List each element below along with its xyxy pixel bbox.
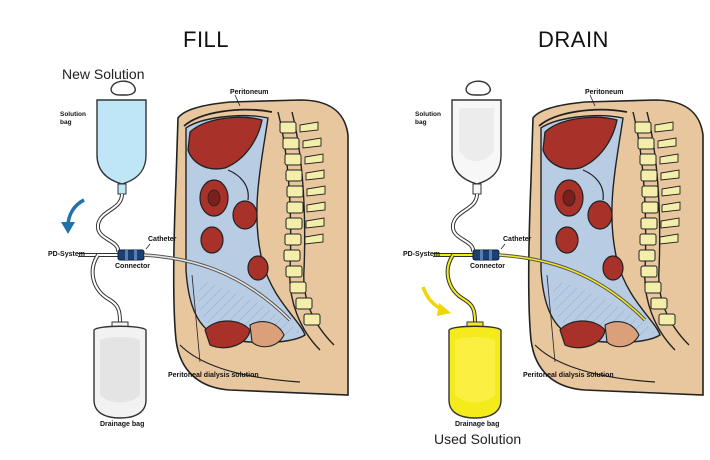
- fill-solution-label: New Solution: [62, 66, 145, 82]
- spine: [277, 111, 335, 351]
- dialysis-solution-label: Peritoneal dialysis solution: [523, 372, 614, 379]
- fill-panel: FILL New Solution Solution bag Peritoneu…: [48, 27, 349, 428]
- peritoneum-label: Peritoneum: [585, 89, 624, 96]
- flow-arrow-icon: [421, 286, 451, 316]
- drain-diagram: [421, 80, 704, 419]
- drain-panel: DRAIN Solution bag Peritoneum Catheter P…: [355, 0, 710, 460]
- pd-system-label: PD-System: [403, 251, 440, 258]
- drainage-bag: [448, 321, 502, 419]
- solution-bag-label: Solution bag: [60, 111, 86, 126]
- solution-bag-label: Solution bag: [415, 111, 441, 126]
- solution-bag: [96, 80, 147, 195]
- connector-label: Connector: [470, 263, 505, 270]
- drainage-bag-label: Drainage bag: [100, 421, 145, 428]
- connector: [472, 249, 500, 261]
- fill-diagram: [61, 80, 349, 419]
- drain-title: DRAIN: [538, 27, 609, 52]
- body-cross-section: [172, 99, 349, 396]
- drain-solution-label: Used Solution: [434, 431, 522, 447]
- flow-arrow-icon: [61, 198, 85, 234]
- catheter-label: Catheter: [503, 236, 532, 243]
- body-cross-section: [527, 99, 704, 396]
- catheter-label: Catheter: [148, 236, 177, 243]
- connector-label: Connector: [115, 263, 150, 270]
- dialysis-solution-label: Peritoneal dialysis solution: [168, 372, 259, 379]
- peritoneum-label: Peritoneum: [230, 89, 269, 96]
- spine: [632, 111, 690, 351]
- drainage-bag: [93, 321, 147, 419]
- drainage-bag-label: Drainage bag: [455, 421, 500, 428]
- fill-title: FILL: [183, 27, 230, 52]
- pd-system-label: PD-System: [48, 251, 85, 258]
- solution-bag: [451, 80, 502, 195]
- connector: [117, 249, 145, 261]
